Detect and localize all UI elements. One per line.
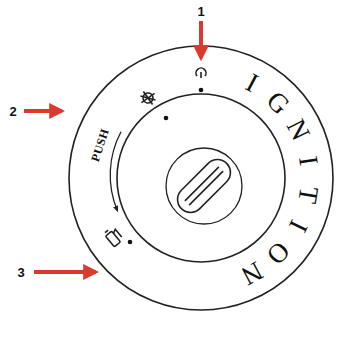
inner-ring bbox=[117, 94, 285, 262]
dial-title-letter: G bbox=[262, 86, 295, 119]
position-dots bbox=[128, 88, 204, 245]
red-arrow bbox=[199, 21, 203, 58]
callout-number: 2 bbox=[9, 105, 16, 118]
off-symbol bbox=[196, 68, 206, 78]
dial-title-letter: N bbox=[281, 115, 314, 145]
dial-title-letter: I bbox=[283, 216, 311, 236]
key-barrel bbox=[166, 148, 242, 224]
dial-title-letter: I bbox=[241, 69, 262, 97]
dial-title-letter: N bbox=[237, 257, 267, 290]
red-arrow bbox=[24, 109, 62, 113]
outer-ring bbox=[69, 46, 333, 310]
push-arrow bbox=[110, 132, 121, 211]
dial-title-letter: I bbox=[294, 155, 322, 168]
red-arrow bbox=[34, 270, 96, 274]
red-arrows bbox=[24, 21, 201, 272]
callout-number: 1 bbox=[197, 5, 204, 18]
dial-title-letter: O bbox=[262, 237, 295, 270]
lock-symbol bbox=[137, 87, 159, 109]
key-slot bbox=[172, 154, 236, 218]
dial-title-letter: T bbox=[293, 184, 322, 204]
push-label: PUSH bbox=[89, 127, 111, 163]
callout-number: 3 bbox=[17, 266, 24, 279]
start-symbol bbox=[104, 226, 124, 247]
